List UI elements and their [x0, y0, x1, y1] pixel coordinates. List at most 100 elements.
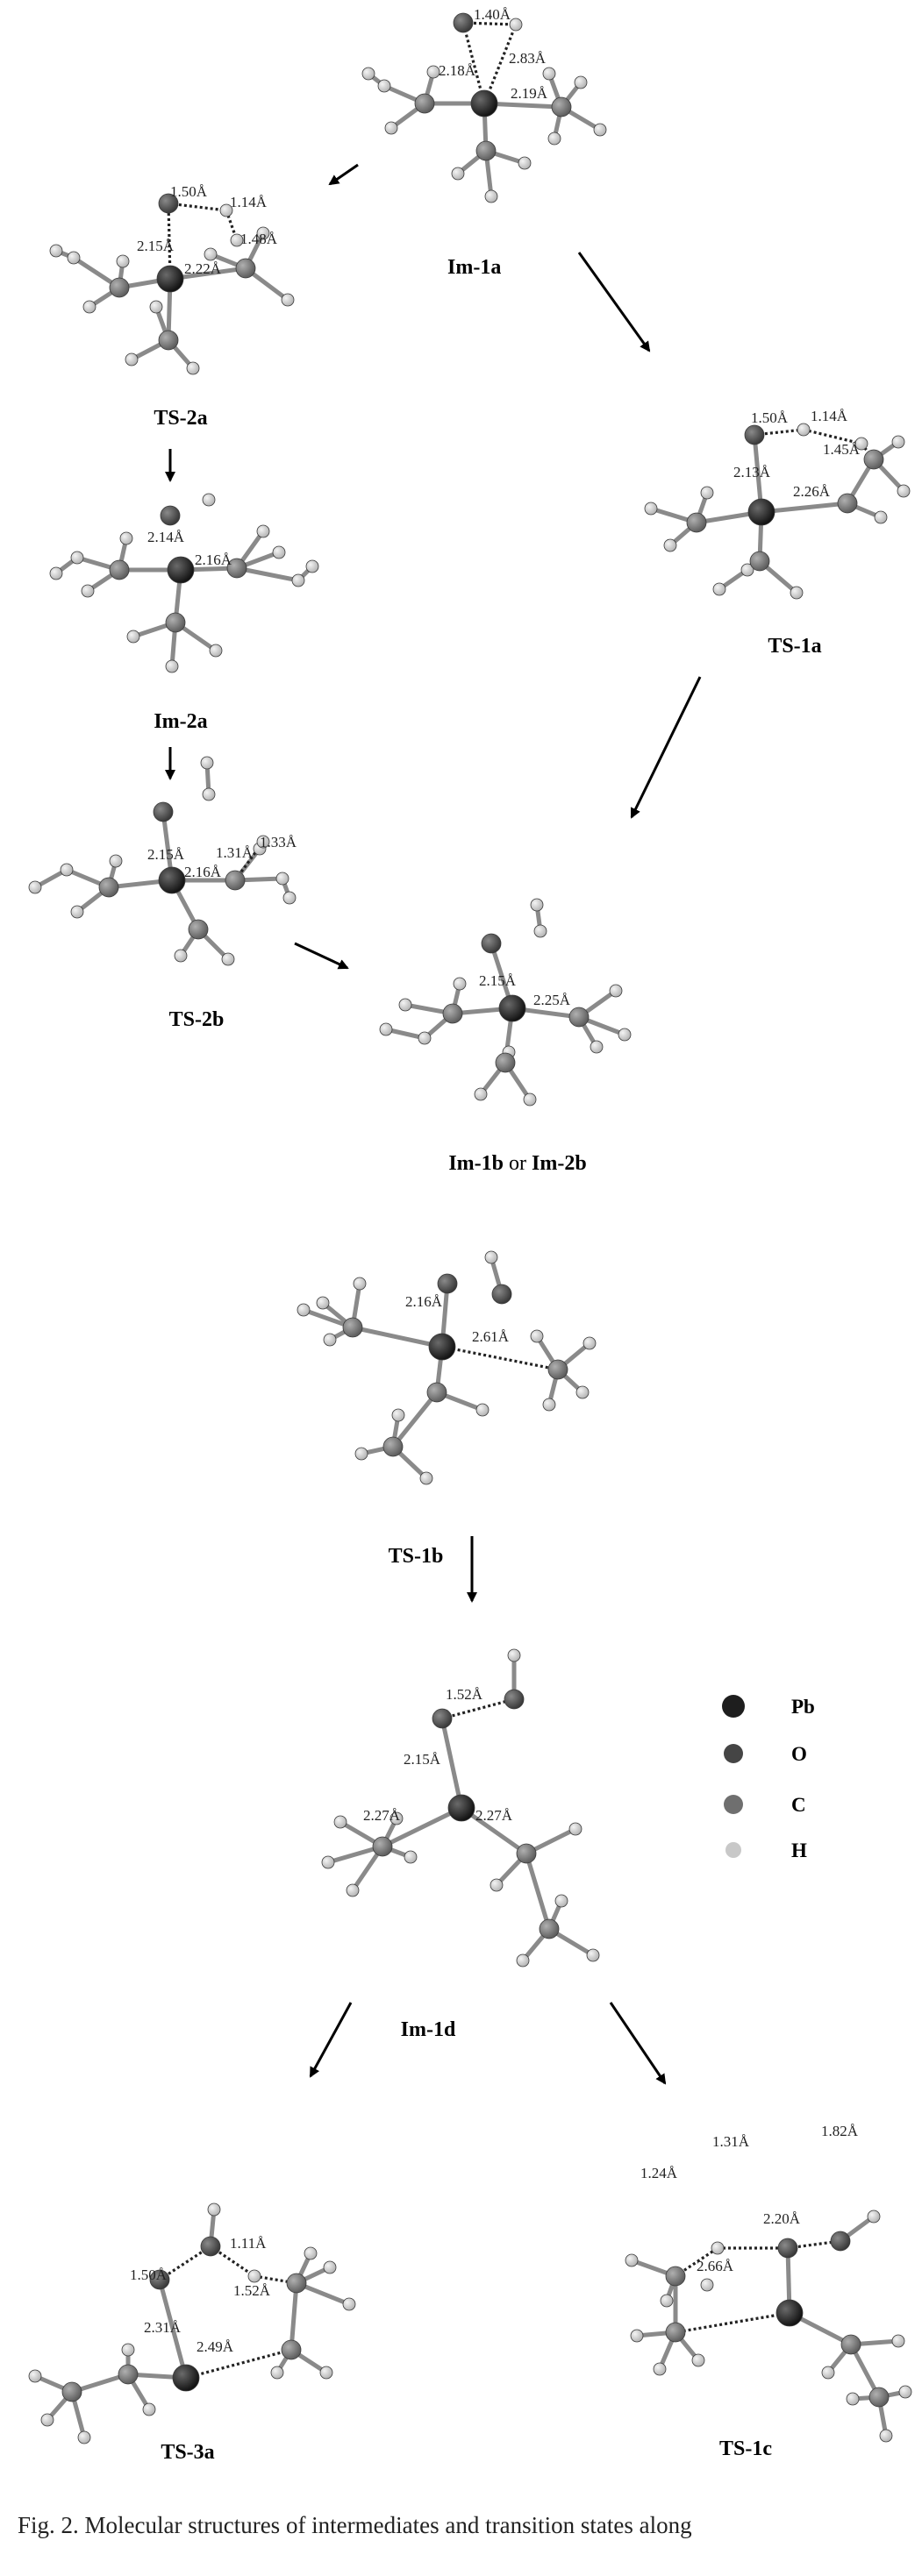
- hydrogen-atom: [49, 244, 63, 258]
- hydrogen-atom: [200, 756, 214, 770]
- distance-label: 2.26Å: [793, 483, 831, 500]
- distance-label: 1.82Å: [821, 2123, 859, 2139]
- hydrogen-atom: [209, 644, 223, 658]
- carbon-atom: [382, 1436, 404, 1457]
- lead-atom: [747, 498, 775, 526]
- reaction-arrows: [165, 163, 702, 2085]
- carbon-atom: [539, 1918, 560, 1939]
- distance-label: 1.48Å: [240, 231, 278, 247]
- structure-ts-3a: [28, 2202, 356, 2444]
- structure-ts-1a: [644, 423, 911, 600]
- carbon-atom: [225, 870, 246, 891]
- distance-label: 2.22Å: [184, 260, 222, 277]
- hydrogen-atom: [518, 156, 532, 170]
- hydrogen-atom: [81, 584, 95, 598]
- distance-label: 2.15Å: [137, 238, 175, 254]
- lead-atom: [428, 1333, 456, 1361]
- hydrogen-atom: [109, 854, 123, 868]
- carbon-atom: [98, 877, 119, 898]
- carbon-atom: [235, 258, 256, 279]
- hydrogen-atom: [281, 293, 295, 307]
- carbon-atom: [749, 551, 770, 572]
- hydrogen-atom: [523, 1092, 537, 1107]
- structure-ts-1b: [297, 1250, 597, 1485]
- oxygen-atom: [437, 1273, 458, 1294]
- carbon-atom: [61, 2381, 82, 2402]
- partial-bond: [462, 21, 517, 26]
- hydrogen-atom: [316, 1296, 330, 1310]
- structure-name-connector: or: [504, 1152, 532, 1175]
- carbon-atom: [342, 1317, 363, 1338]
- hydrogen-atom: [361, 67, 375, 81]
- hydrogen-atom: [475, 1403, 490, 1417]
- structure-name: Im-1b or Im-2b: [448, 1152, 586, 1175]
- hydrogen-atom: [272, 545, 286, 559]
- structure-name-part: Im-2b: [532, 1152, 587, 1175]
- hydrogen-atom: [390, 1811, 404, 1825]
- oxygen-atom: [504, 1689, 525, 1710]
- hydrogen-atom: [256, 835, 270, 849]
- distance-label: 2.14Å: [147, 529, 185, 545]
- hydrogen-atom: [384, 121, 398, 135]
- partial-bond: [441, 1345, 559, 1371]
- hydrogen-atom: [77, 2430, 91, 2444]
- hydrogen-atom: [691, 2353, 705, 2367]
- partial-bond: [210, 2245, 255, 2278]
- carbon-atom: [868, 2387, 890, 2408]
- hydrogen-atom: [542, 1398, 556, 1412]
- partial-bond: [441, 1697, 515, 1720]
- oxygen-atom: [777, 2238, 798, 2259]
- hydrogen-atom: [256, 226, 270, 240]
- oxygen-atom: [830, 2231, 851, 2252]
- hydrogen-atom: [230, 233, 244, 247]
- hydrogen-atom: [49, 566, 63, 580]
- oxygen-atom: [200, 2236, 221, 2257]
- hydrogen-atom: [60, 863, 74, 877]
- hydrogen-atom: [142, 2402, 156, 2416]
- carbon-atom: [863, 449, 884, 470]
- hydrogen-atom: [204, 247, 218, 261]
- distance-label: 2.15Å: [479, 972, 517, 989]
- hydrogen-atom: [377, 79, 391, 93]
- hydrogen-atom: [70, 905, 84, 919]
- hydrogen-atom: [323, 2260, 337, 2274]
- hydrogen-atom: [82, 300, 96, 314]
- hydrogen-atom: [398, 998, 412, 1012]
- structure-name: TS-1c: [719, 2437, 772, 2460]
- structure-name: TS-2a: [154, 407, 207, 430]
- distance-label: 2.49Å: [197, 2338, 234, 2355]
- arrow-im1d-to-ts1c: [609, 2002, 667, 2085]
- bond: [380, 1805, 464, 1849]
- hydrogen-atom: [346, 1883, 360, 1897]
- partial-bond: [675, 2311, 790, 2334]
- oxygen-atom: [744, 424, 765, 445]
- hydrogen-atom: [630, 2329, 644, 2343]
- hydrogen-atom: [712, 582, 726, 596]
- legend-label: O: [791, 1743, 807, 1765]
- distance-label: 1.50Å: [170, 183, 208, 200]
- carbon-atom: [665, 2322, 686, 2343]
- distance-label: 2.16Å: [405, 1293, 443, 1310]
- distance-label: 1.52Å: [233, 2282, 271, 2299]
- structure-ts-1c: [625, 2210, 912, 2443]
- distance-label: 1.11Å: [230, 2235, 267, 2252]
- lead-atom: [158, 866, 186, 894]
- carbon-atom: [226, 558, 247, 579]
- hydrogen-atom: [846, 2392, 860, 2406]
- distance-label: 2.25Å: [533, 992, 571, 1008]
- hydrogen-atom: [418, 1031, 432, 1045]
- hydrogen-atom: [516, 1953, 530, 1968]
- hydrogen-atom: [40, 2413, 54, 2427]
- distance-label: 1.24Å: [640, 2165, 678, 2181]
- hydrogen-atom: [625, 2253, 639, 2267]
- hydrogen-atom: [426, 65, 440, 79]
- legend-swatch: [724, 1744, 743, 1763]
- hydrogen-atom: [174, 949, 188, 963]
- hydrogen-atom: [270, 2366, 284, 2380]
- hydrogen-atom: [568, 1822, 583, 1836]
- bond: [390, 1390, 440, 1449]
- hydrogen-atom: [854, 437, 868, 451]
- hydrogen-atom: [319, 2366, 333, 2380]
- hydrogen-atom: [897, 484, 911, 498]
